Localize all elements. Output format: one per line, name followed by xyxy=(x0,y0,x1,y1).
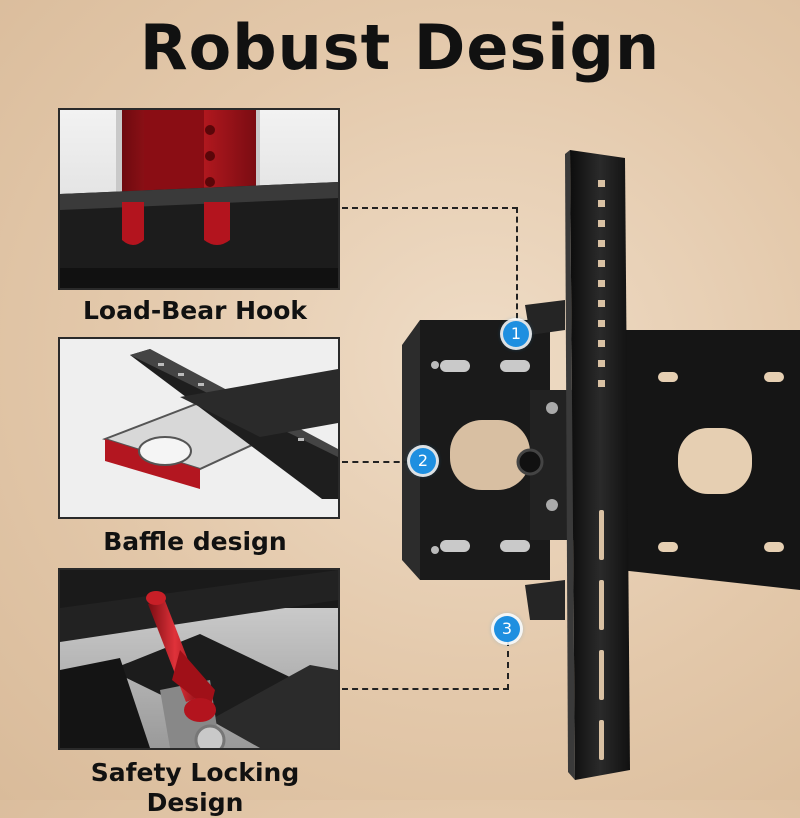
load-bear-hook-panel xyxy=(58,108,340,290)
feature-label-3: Safety Locking Design xyxy=(90,758,300,817)
baffle-design-panel xyxy=(58,337,340,519)
badge-2: 2 xyxy=(410,448,436,474)
badge-1: 1 xyxy=(503,321,529,347)
baffle-design-illustration xyxy=(60,339,338,517)
safety-lock-illustration xyxy=(60,570,338,748)
tv-mount-illustration xyxy=(402,150,800,780)
page-title: Robust Design xyxy=(139,11,661,84)
callout-line-2 xyxy=(342,461,410,463)
feature-label-1: Load-Bear Hook xyxy=(82,296,308,325)
callout-line-1 xyxy=(342,207,518,319)
load-bear-hook-illustration xyxy=(60,110,338,288)
callout-line-3 xyxy=(342,640,509,690)
badge-3: 3 xyxy=(494,616,520,642)
safety-lock-panel xyxy=(58,568,340,750)
feature-label-2: Baffle design xyxy=(103,527,287,556)
